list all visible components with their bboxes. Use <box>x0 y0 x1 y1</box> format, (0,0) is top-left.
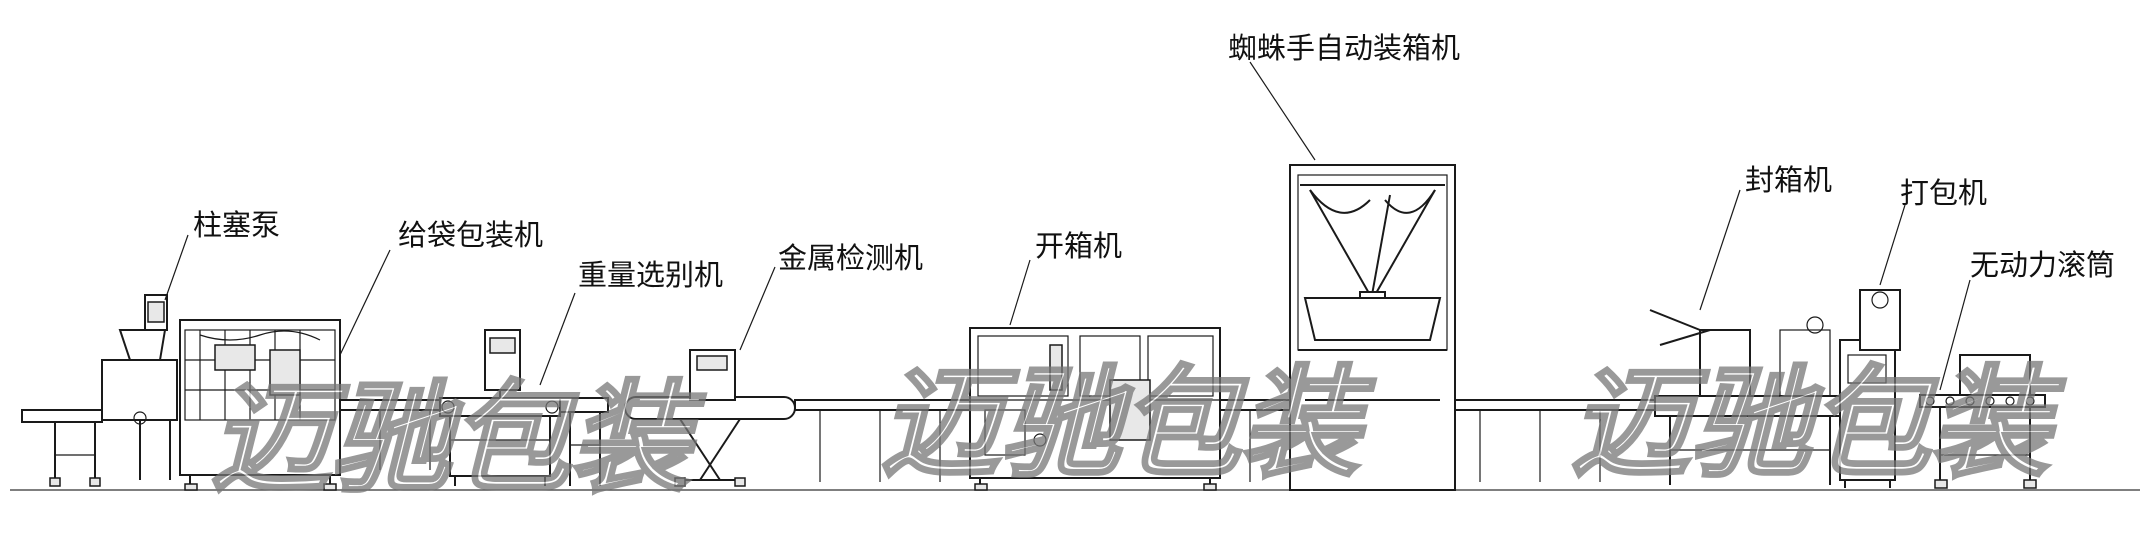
leader-bag-packer <box>339 249 391 356</box>
case-sealer-machine <box>1649 309 1841 485</box>
plunger-pump-machine <box>21 294 178 487</box>
spider-case-packer-machine <box>1289 164 1456 491</box>
label-roller-conveyor: 无动力滚筒 <box>1970 248 2115 282</box>
leader-strapping <box>1879 204 1906 286</box>
label-plunger-pump: 柱塞泵 <box>193 208 280 242</box>
label-case-sealer: 封箱机 <box>1745 163 1832 197</box>
label-spider-case-packer: 蜘蛛手自动装箱机 <box>1228 31 1460 65</box>
label-weight-checker: 重量选别机 <box>578 258 723 292</box>
label-strapping-machine: 打包机 <box>1900 176 1987 210</box>
leader-metal-detector <box>739 266 776 351</box>
label-bag-packer: 给袋包装机 <box>398 218 543 252</box>
leader-weight-checker <box>539 292 576 386</box>
strapping-machine <box>1839 289 1901 488</box>
leader-case-sealer <box>1699 189 1741 311</box>
metal-detector-machine <box>624 349 796 487</box>
leader-case-erector <box>1009 259 1031 326</box>
leader-spider-packer <box>1249 61 1316 161</box>
watermark-1: 迈驰包装 <box>210 370 706 509</box>
case-erector-machine <box>969 327 1221 491</box>
bag-packing-machine <box>179 319 341 491</box>
label-case-erector: 开箱机 <box>1035 229 1122 263</box>
leader-lines <box>164 61 1971 391</box>
leader-roller <box>1939 279 1971 391</box>
label-metal-detector: 金属检测机 <box>778 241 923 275</box>
watermark-2: 迈驰包装 <box>880 355 1376 494</box>
leader-plunger-pump <box>164 234 189 301</box>
watermark-3: 迈驰包装 <box>1570 355 2066 494</box>
weight-checker-machine <box>439 329 609 486</box>
roller-conveyor-machine <box>1919 354 2046 489</box>
